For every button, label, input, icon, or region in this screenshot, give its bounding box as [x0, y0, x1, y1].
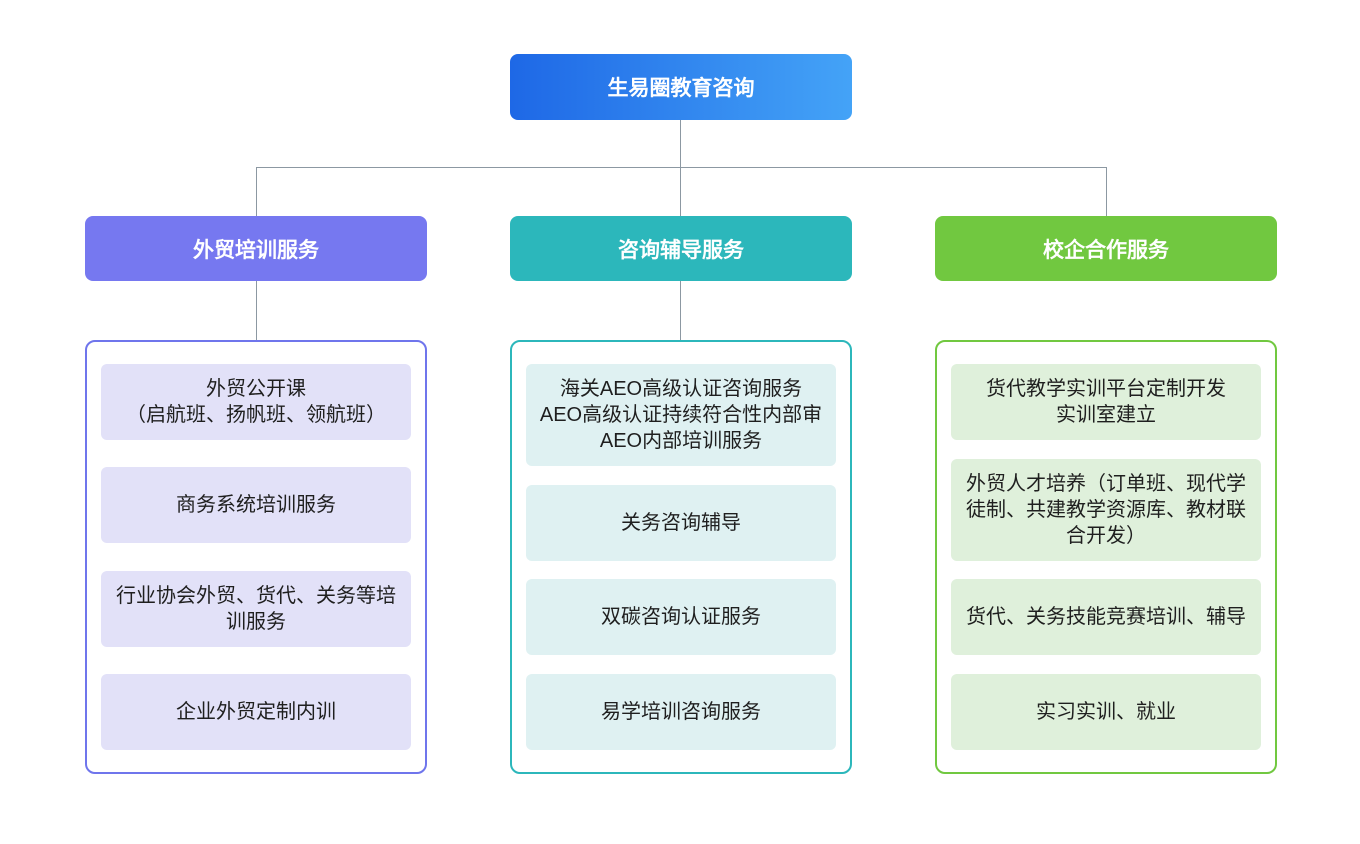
- tree-item: 行业协会外贸、货代、关务等培训服务: [101, 570, 411, 647]
- tree-item: 海关AEO高级认证咨询服务 AEO高级认证持续符合性内部审 AEO内部培训服务: [526, 364, 836, 466]
- tree-item: 关务咨询辅导: [526, 484, 836, 561]
- branch-header-school-enterprise-cooperation: 校企合作服务: [935, 216, 1277, 281]
- connector-trunk-to-branch-3: [1106, 167, 1107, 216]
- tree-item: 外贸公开课 （启航班、扬帆班、领航班）: [101, 364, 411, 440]
- connector-branch-1-to-children: [256, 281, 257, 340]
- branch-header-label: 咨询辅导服务: [618, 238, 744, 262]
- branch-header-foreign-trade-training: 外贸培训服务: [85, 216, 427, 281]
- branch-header-consulting-coaching: 咨询辅导服务: [510, 216, 852, 281]
- branch-children-foreign-trade-training: 外贸公开课 （启航班、扬帆班、领航班） 商务系统培训服务 行业协会外贸、货代、关…: [85, 340, 427, 774]
- tree-item: 易学培训咨询服务: [526, 673, 836, 750]
- connector-trunk-to-branch-2: [680, 167, 681, 216]
- tree-item: 货代、关务技能竞赛培训、辅导: [951, 579, 1261, 656]
- tree-item: 货代教学实训平台定制开发 实训室建立: [951, 364, 1261, 440]
- connector-root-to-trunk: [680, 120, 681, 167]
- root-node: 生易圈教育咨询: [510, 54, 852, 120]
- branch-children-consulting-coaching: 海关AEO高级认证咨询服务 AEO高级认证持续符合性内部审 AEO内部培训服务 …: [510, 340, 852, 774]
- tree-item: 外贸人才培养（订单班、现代学徒制、共建教学资源库、教材联合开发）: [951, 458, 1261, 561]
- root-node-label: 生易圈教育咨询: [607, 77, 755, 100]
- tree-item: 实习实训、就业: [951, 673, 1261, 750]
- branch-header-label: 外贸培训服务: [193, 238, 319, 262]
- tree-item: 双碳咨询认证服务: [526, 579, 836, 656]
- branch-children-school-enterprise-cooperation: 货代教学实训平台定制开发 实训室建立 外贸人才培养（订单班、现代学徒制、共建教学…: [935, 340, 1277, 774]
- connector-horizontal-trunk: [256, 167, 1106, 168]
- tree-item: 企业外贸定制内训: [101, 673, 411, 750]
- tree-item: 商务系统培训服务: [101, 467, 411, 544]
- connector-branch-2-to-children: [680, 281, 681, 340]
- branch-header-label: 校企合作服务: [1043, 238, 1169, 262]
- connector-trunk-to-branch-1: [256, 167, 257, 216]
